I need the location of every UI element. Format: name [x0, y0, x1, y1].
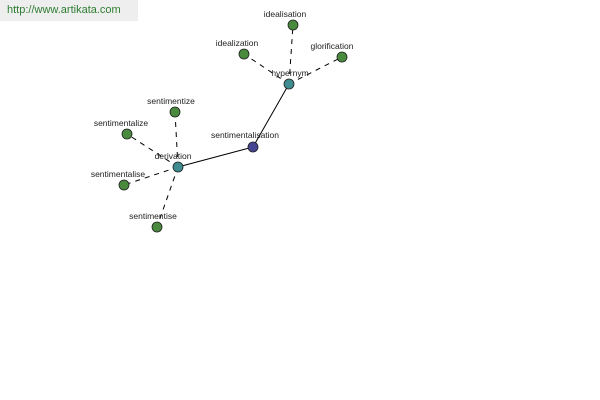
node-idealization-label: idealization	[216, 38, 259, 48]
node-sentimentalise-marker[interactable]	[118, 179, 130, 191]
edge-center-derivation	[177, 146, 254, 168]
node-sentimentalisation-label: sentimentalisation	[211, 130, 279, 140]
node-sentimentalize[interactable]: sentimentalize	[94, 118, 149, 140]
node-idealization-marker[interactable]	[238, 48, 250, 60]
node-idealization[interactable]: idealization	[216, 38, 259, 60]
node-idealisation-marker[interactable]	[287, 19, 299, 31]
node-sentimentalisation[interactable]: sentimentalisation	[211, 130, 279, 153]
node-glorification-label: glorification	[311, 41, 354, 51]
node-sentimentalize-label: sentimentalize	[94, 118, 149, 128]
node-sentimentalise-label: sentimentalise	[91, 169, 146, 179]
node-idealisation[interactable]: idealisation	[264, 9, 307, 31]
graph-nodes: sentimentalisation hypernym derivation i…	[91, 9, 354, 233]
node-sentimentalise[interactable]: sentimentalise	[91, 169, 146, 191]
node-hypernym-label: hypernym	[271, 68, 308, 78]
node-idealisation-label: idealisation	[264, 9, 307, 19]
source-banner: http://www.artikata.com	[0, 0, 138, 21]
node-sentimentalize-marker[interactable]	[121, 128, 133, 140]
node-sentimentise-label: sentimentise	[129, 211, 177, 221]
node-sentimentize[interactable]: sentimentize	[147, 96, 195, 118]
node-sentimentize-marker[interactable]	[169, 106, 181, 118]
node-sentimentize-label: sentimentize	[147, 96, 195, 106]
node-glorification-marker[interactable]	[336, 51, 348, 63]
node-hypernym[interactable]: hypernym	[271, 68, 309, 90]
edge-derivation-sentimentise	[156, 166, 179, 228]
node-sentimentise-marker[interactable]	[151, 221, 163, 233]
source-url-link[interactable]: http://www.artikata.com	[7, 4, 121, 16]
edge-center-hypernym	[252, 83, 290, 148]
node-sentimentalisation-marker[interactable]	[247, 141, 259, 153]
node-sentimentise[interactable]: sentimentise	[129, 211, 177, 233]
node-derivation-label: derivation	[155, 151, 192, 161]
node-derivation[interactable]: derivation	[155, 151, 192, 173]
node-derivation-marker[interactable]	[172, 161, 184, 173]
node-glorification[interactable]: glorification	[311, 41, 354, 63]
edge-derivation-sentimentalize	[126, 133, 179, 168]
graph-edges	[123, 24, 343, 228]
node-hypernym-marker[interactable]	[283, 78, 295, 90]
